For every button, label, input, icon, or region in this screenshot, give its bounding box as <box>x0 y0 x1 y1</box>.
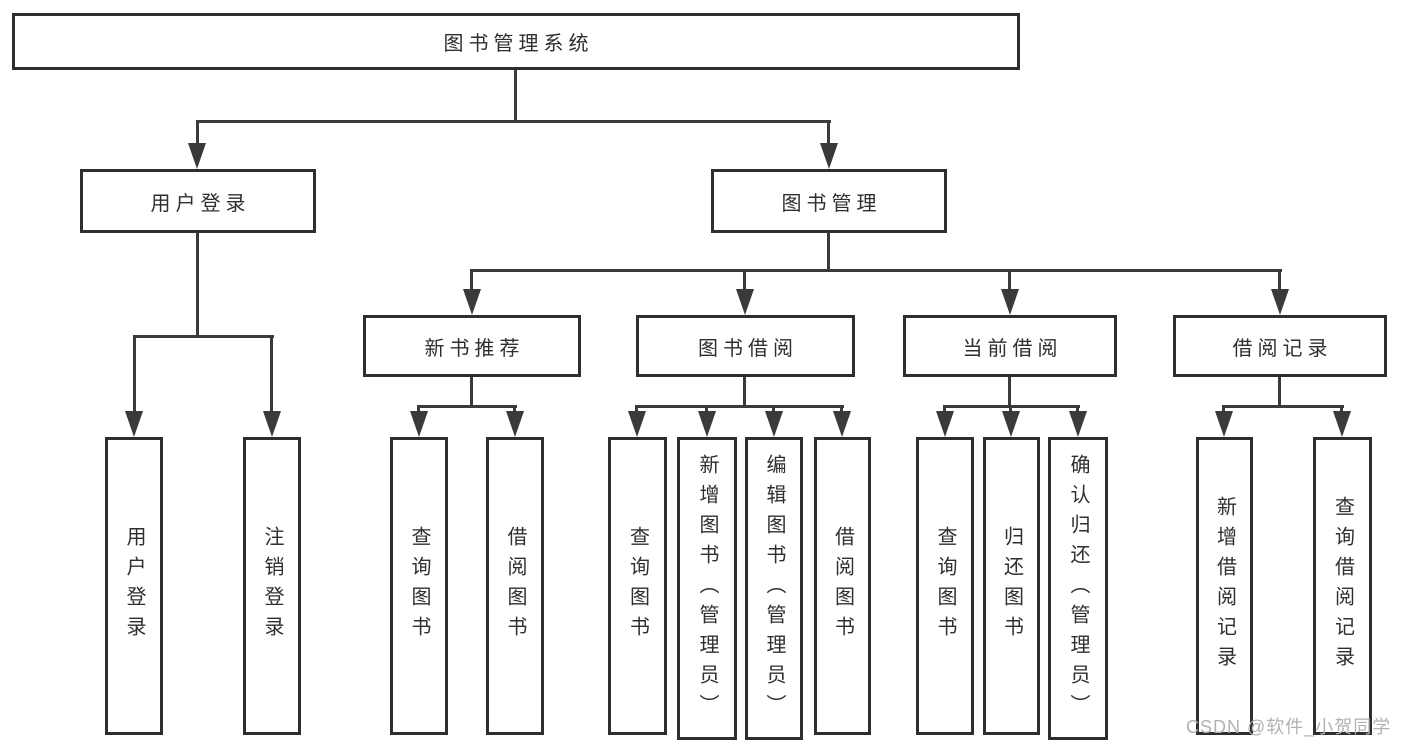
arrowhead-down-icon <box>1069 411 1087 437</box>
connector-current-trunk <box>1008 377 1011 408</box>
connector-recommend-trunk <box>470 377 473 408</box>
leaf-query-book-recommend: 查询图书 <box>390 437 448 735</box>
node-current-borrow: 当前借阅 <box>903 315 1117 377</box>
connector-records-trunk <box>1278 377 1281 408</box>
arrowhead-down-icon <box>1271 289 1289 315</box>
connector-root-branch <box>196 120 831 123</box>
connector-book-management-trunk <box>827 232 830 272</box>
connector-drop-user-login <box>196 120 199 150</box>
arrowhead-down-icon <box>463 289 481 315</box>
leaf-return-book: 归还图书 <box>983 437 1040 735</box>
connector-drop-level3 <box>1278 269 1281 291</box>
node-root: 图书管理系统 <box>12 13 1020 70</box>
arrowhead-down-icon <box>628 411 646 437</box>
leaf-edit-book-admin: 编辑图书（管理员） <box>745 437 803 740</box>
arrowhead-down-icon <box>125 411 143 437</box>
node-book-borrow: 图书借阅 <box>636 315 855 377</box>
leaf-query-book-current: 查询图书 <box>916 437 974 735</box>
arrowhead-down-icon <box>188 143 206 169</box>
leaf-logout: 注销登录 <box>243 437 301 735</box>
node-borrow-records: 借阅记录 <box>1173 315 1387 377</box>
leaf-user-login: 用户登录 <box>105 437 163 735</box>
arrowhead-down-icon <box>263 411 281 437</box>
node-book-management: 图书管理 <box>711 169 947 233</box>
arrowhead-down-icon <box>410 411 428 437</box>
leaf-add-borrow-record: 新增借阅记录 <box>1196 437 1253 735</box>
connector-drop-level3 <box>470 269 473 291</box>
connector-borrow-branch <box>635 405 844 408</box>
arrowhead-down-icon <box>936 411 954 437</box>
arrowhead-down-icon <box>506 411 524 437</box>
connector-borrow-trunk <box>743 377 746 408</box>
connector-drop-leaf <box>133 335 136 415</box>
arrowhead-down-icon <box>1215 411 1233 437</box>
node-new-book-recommend: 新书推荐 <box>363 315 581 377</box>
arrowhead-down-icon <box>765 411 783 437</box>
connector-drop-leaf <box>270 335 273 415</box>
leaf-borrow-book-recommend: 借阅图书 <box>486 437 544 735</box>
connector-recommend-branch <box>417 405 517 408</box>
arrowhead-down-icon <box>833 411 851 437</box>
leaf-confirm-return-admin: 确认归还（管理员） <box>1048 437 1108 740</box>
connector-user-login-branch <box>133 335 274 338</box>
arrowhead-down-icon <box>1002 411 1020 437</box>
arrowhead-down-icon <box>698 411 716 437</box>
connector-root-trunk <box>514 70 517 120</box>
connector-drop-level3 <box>743 269 746 291</box>
connector-book-management-branch <box>470 269 1282 272</box>
leaf-query-borrow-record: 查询借阅记录 <box>1313 437 1372 735</box>
csdn-watermark: CSDN @软件_小贺同学 <box>1186 717 1392 737</box>
leaf-query-book-borrow: 查询图书 <box>608 437 667 735</box>
node-user-login: 用户登录 <box>80 169 316 233</box>
connector-drop-level3 <box>1008 269 1011 291</box>
arrowhead-down-icon <box>820 143 838 169</box>
connector-drop-book-management <box>827 120 830 150</box>
arrowhead-down-icon <box>1001 289 1019 315</box>
leaf-add-book-admin: 新增图书（管理员） <box>677 437 737 740</box>
connector-user-login-trunk <box>196 232 199 336</box>
leaf-borrow-book: 借阅图书 <box>814 437 871 735</box>
arrowhead-down-icon <box>736 289 754 315</box>
connector-records-branch <box>1222 405 1344 408</box>
arrowhead-down-icon <box>1333 411 1351 437</box>
